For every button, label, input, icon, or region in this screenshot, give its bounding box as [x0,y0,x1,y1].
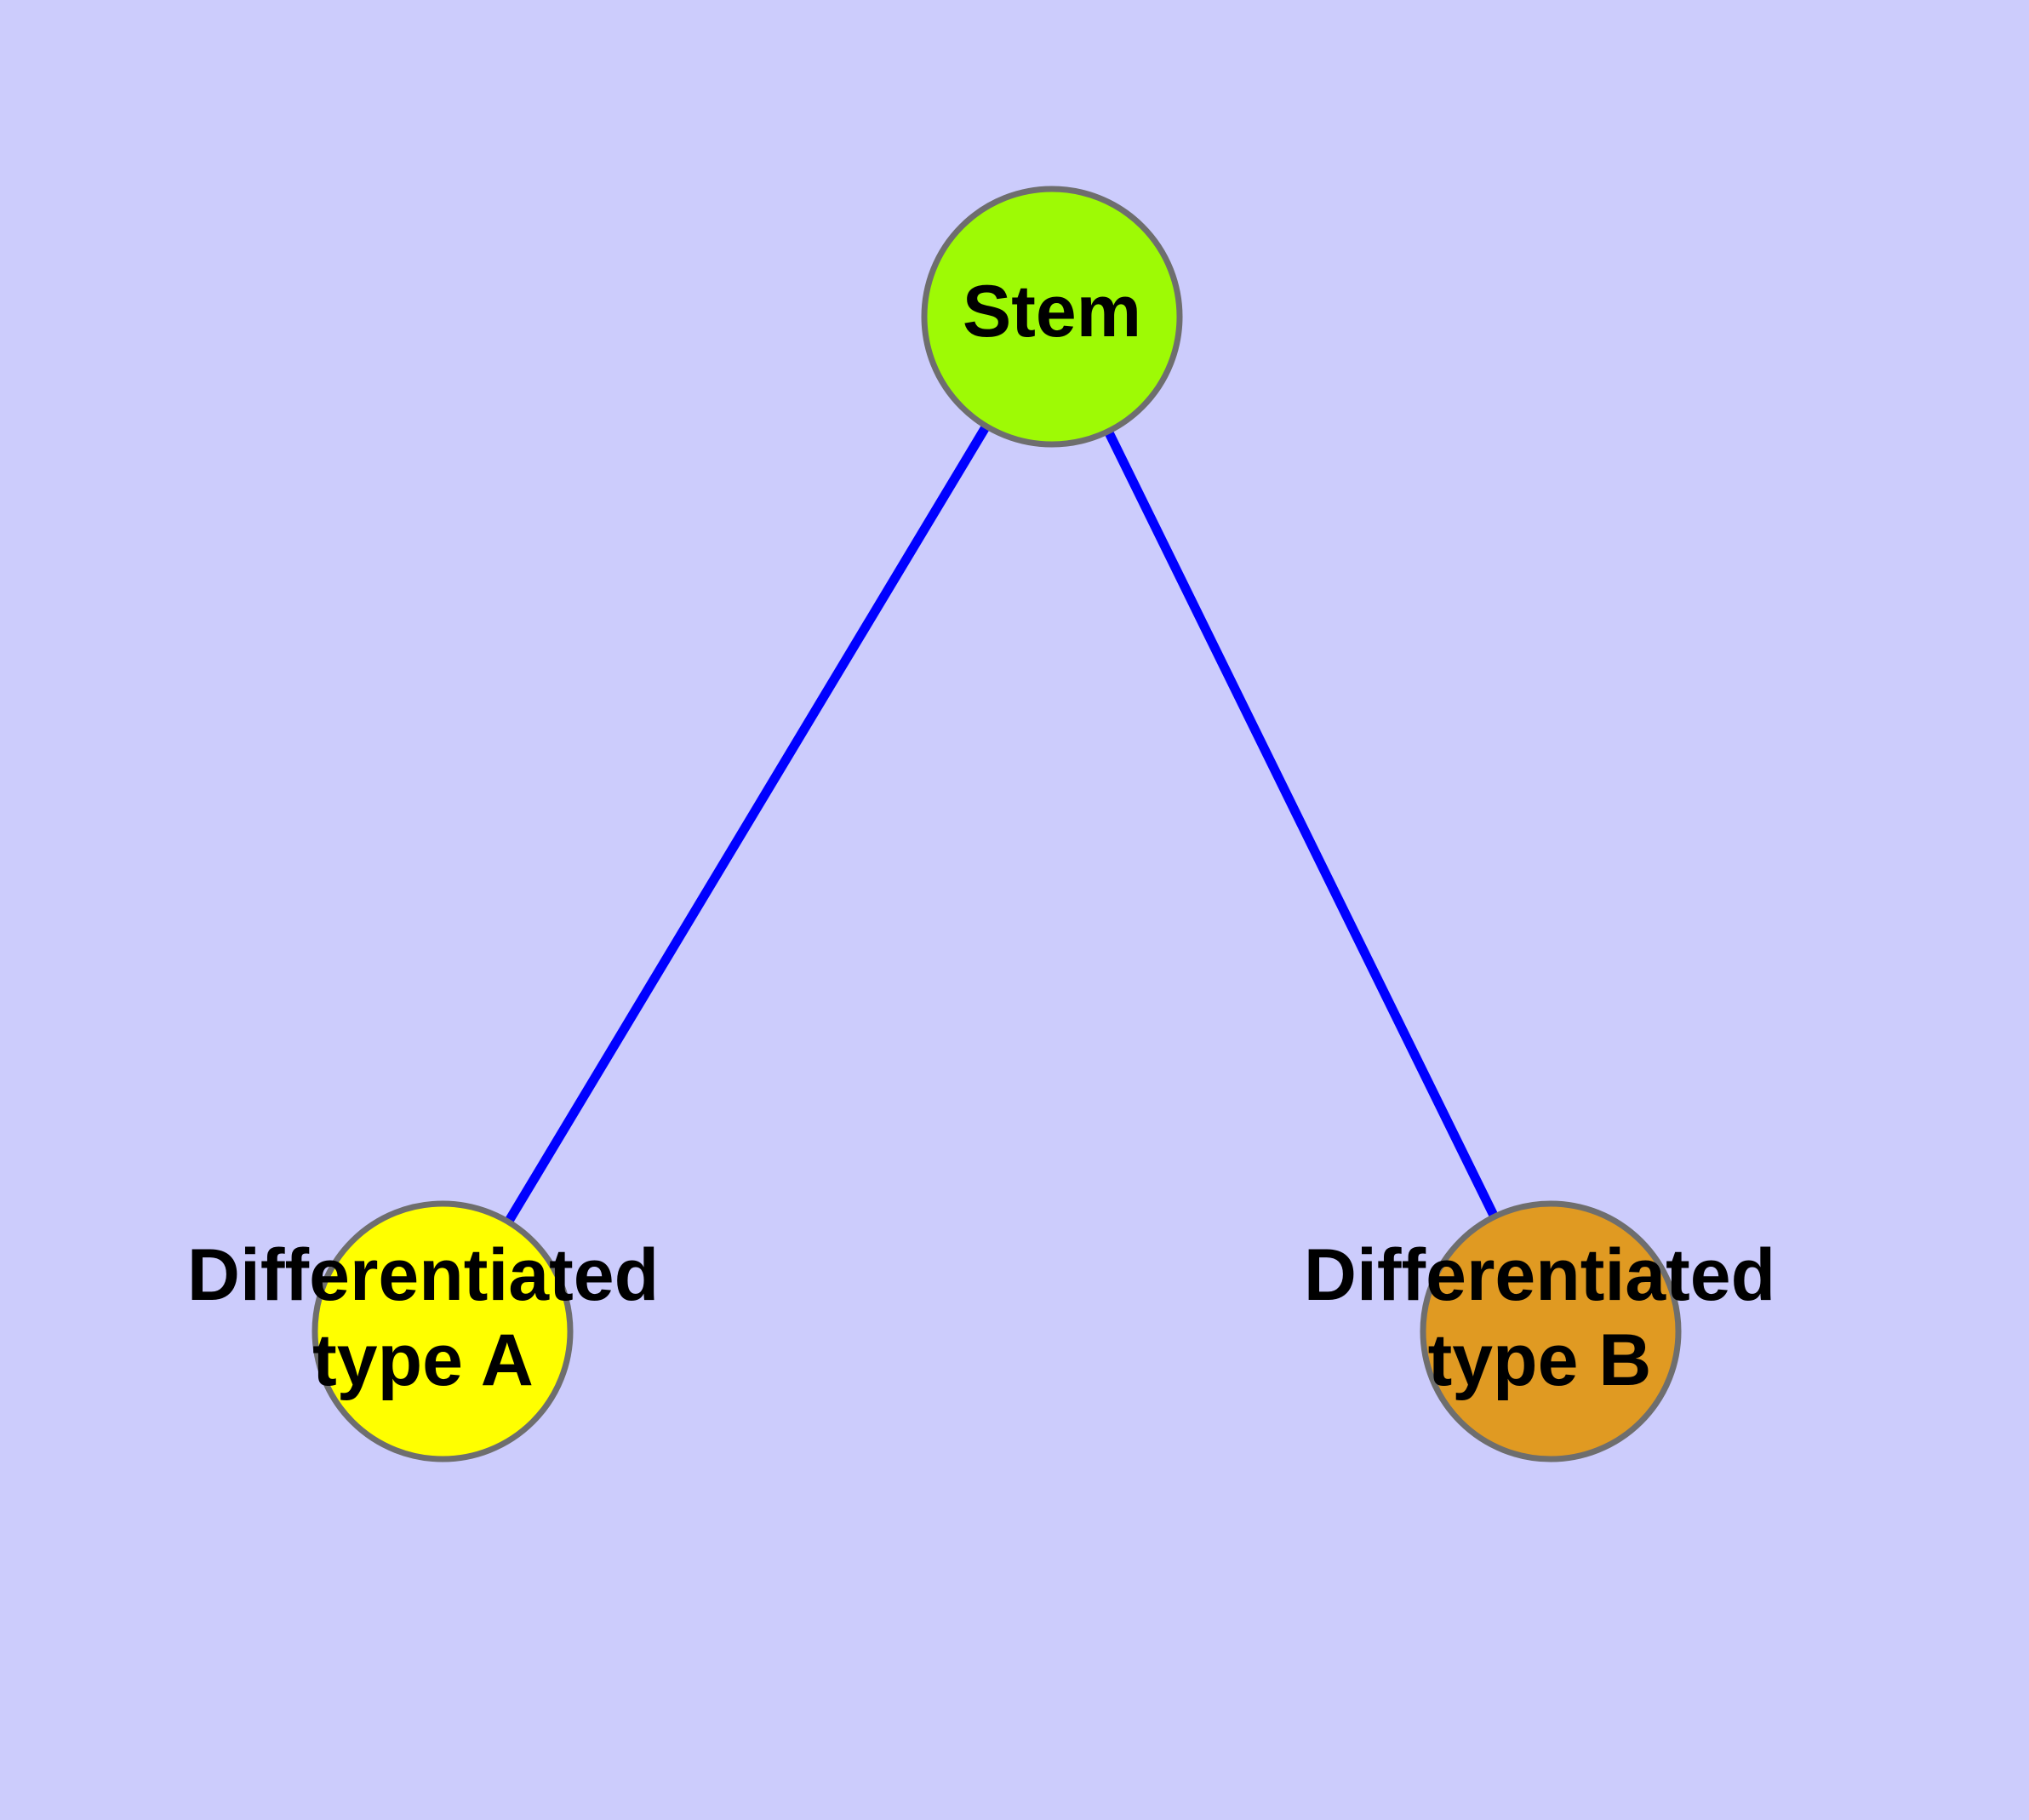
node-label-line: type A [312,1319,534,1401]
node-label-line: type B [1428,1319,1652,1401]
nodes-layer [311,186,1682,1462]
node-label-line: Stem [963,271,1141,352]
node-label-line: Differentiated [1304,1234,1775,1316]
node-circle-diff-b[interactable] [1420,1200,1682,1462]
node-label-stem: Stem [963,271,1141,352]
edges-layer [438,314,1555,1334]
node-label-line: Differentiated [187,1234,659,1316]
node-circle-diff-a[interactable] [311,1200,574,1462]
node-circle-stem[interactable] [921,186,1183,448]
edge-stem-diff-b[interactable] [1048,314,1555,1334]
edge-stem-diff-a[interactable] [438,314,1056,1334]
